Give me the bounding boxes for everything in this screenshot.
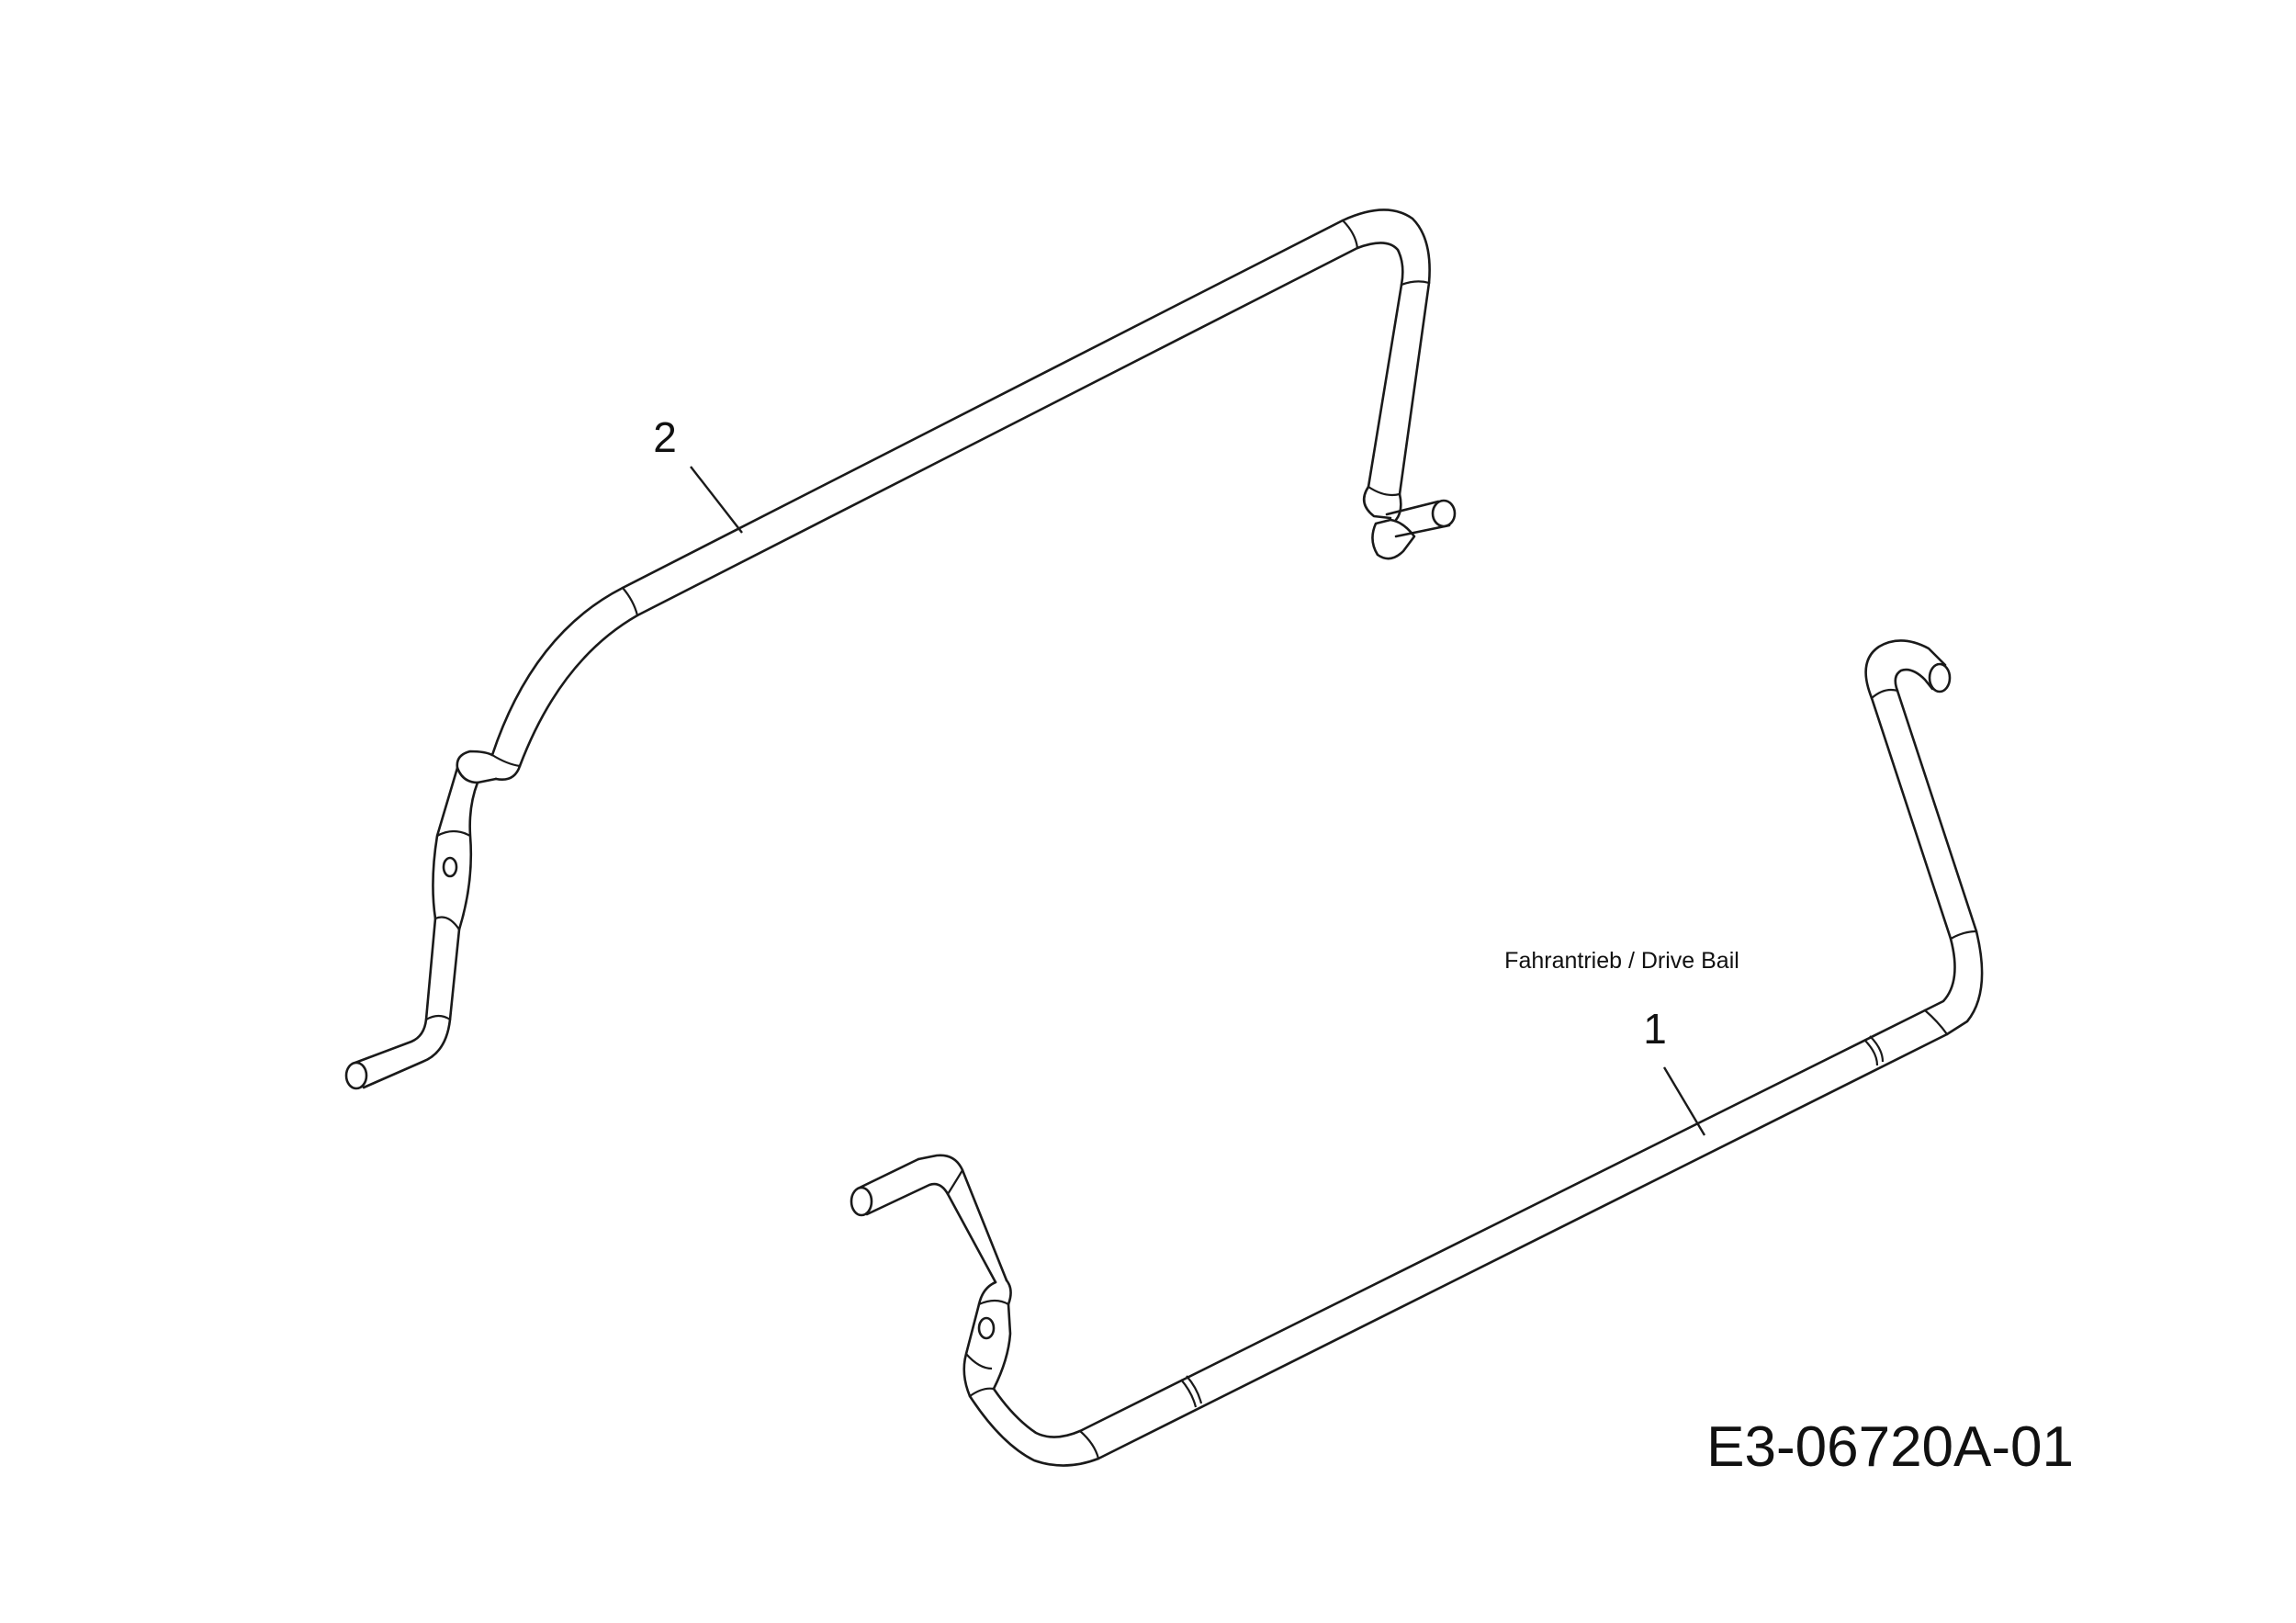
callout-number: 2 [653, 413, 677, 461]
callout-number: 1 [1643, 1005, 1667, 1053]
leader-line [690, 466, 743, 534]
bail-part-2 [344, 209, 1457, 1090]
bail-part-1 [850, 639, 1984, 1467]
leader-line [1662, 1066, 1706, 1136]
callout-part-1: Fahrantrieb / Drive Bail 1 [1504, 948, 1739, 1136]
drawing-id: E3-06720A-01 [1706, 1415, 2074, 1479]
mounting-hole-icon [977, 1316, 996, 1340]
callout-part-2: 2 [653, 413, 743, 534]
part-description: Fahrantrieb / Drive Bail [1504, 948, 1739, 974]
mounting-hole-icon [442, 856, 458, 878]
